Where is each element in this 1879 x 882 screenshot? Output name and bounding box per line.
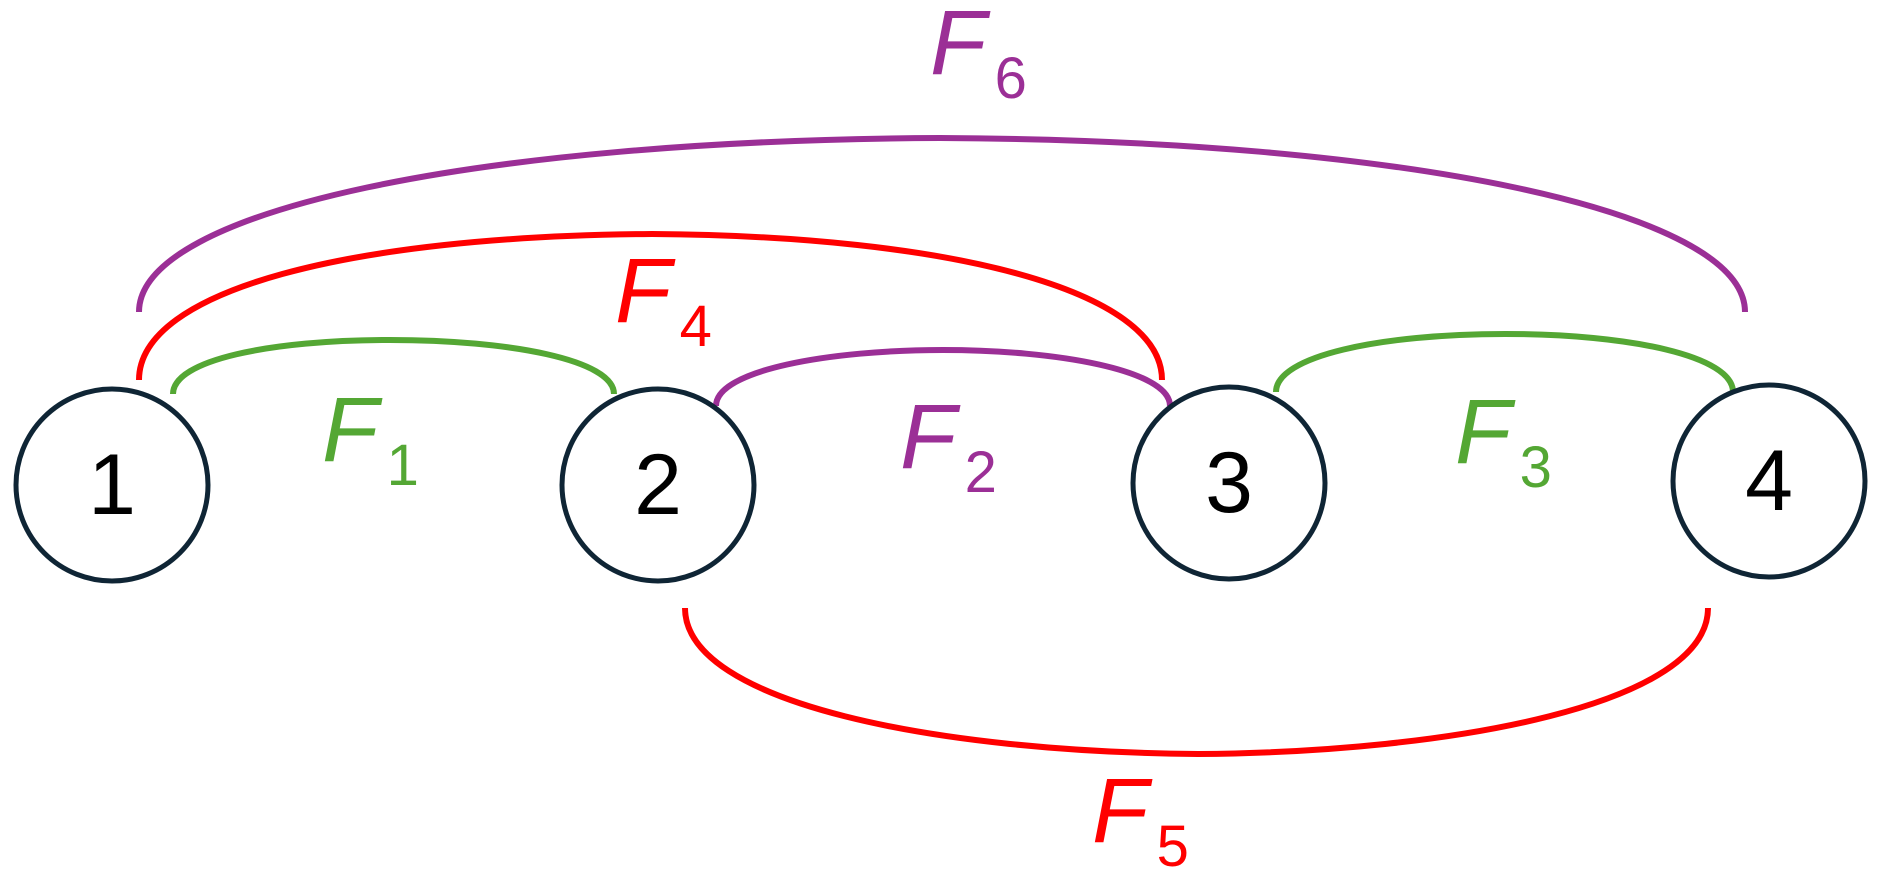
node-2-label: 2 <box>634 437 682 533</box>
edge-f3-arc <box>1273 330 1736 393</box>
edge-f2-arc <box>713 346 1173 407</box>
node-4: 4 <box>1670 382 1868 580</box>
node-4-circle <box>1670 382 1868 580</box>
edge-f2-label: F 2 <box>900 386 997 505</box>
edge-f4-label: F 4 <box>615 240 712 359</box>
node-1-label: 1 <box>88 437 136 533</box>
edge-f1-arc <box>170 336 617 395</box>
edge-f5-arc <box>682 607 1711 758</box>
node-1: 1 <box>13 386 211 584</box>
edge-f3-label: F 3 <box>1455 381 1552 500</box>
edge-f1-letter: F <box>322 379 383 481</box>
node-2-circle <box>559 386 757 584</box>
edge-f5-label: F 5 <box>1092 760 1189 879</box>
edge-f4-subscript: 4 <box>680 294 712 359</box>
edge-f6-arc <box>136 134 1748 313</box>
edge-labels-layer: F 6 F 4 F 1 F 2 F 3 F 5 <box>322 0 1552 879</box>
edge-f5-letter: F <box>1092 760 1153 862</box>
node-2: 2 <box>559 386 757 584</box>
edge-f2-subscript: 2 <box>965 440 997 505</box>
nodes-layer: 1 2 3 4 <box>13 382 1868 584</box>
edge-f6-letter: F <box>930 0 991 94</box>
edge-f3-subscript: 3 <box>1520 435 1552 500</box>
edge-f5-subscript: 5 <box>1157 814 1189 879</box>
edge-f1-subscript: 1 <box>387 433 419 498</box>
edge-f6-subscript: 6 <box>995 46 1027 111</box>
node-1-circle <box>13 386 211 584</box>
edges-layer <box>136 134 1748 758</box>
edge-f4-arc <box>136 230 1165 381</box>
node-4-label: 4 <box>1745 433 1793 529</box>
node-3: 3 <box>1130 384 1328 582</box>
edge-f1-label: F 1 <box>322 379 419 498</box>
node-3-circle <box>1130 384 1328 582</box>
edge-f2-letter: F <box>900 386 961 488</box>
edge-f4-letter: F <box>615 240 676 342</box>
edge-f3-letter: F <box>1455 381 1516 483</box>
node-3-label: 3 <box>1205 435 1253 531</box>
edge-f6-label: F 6 <box>930 0 1027 111</box>
